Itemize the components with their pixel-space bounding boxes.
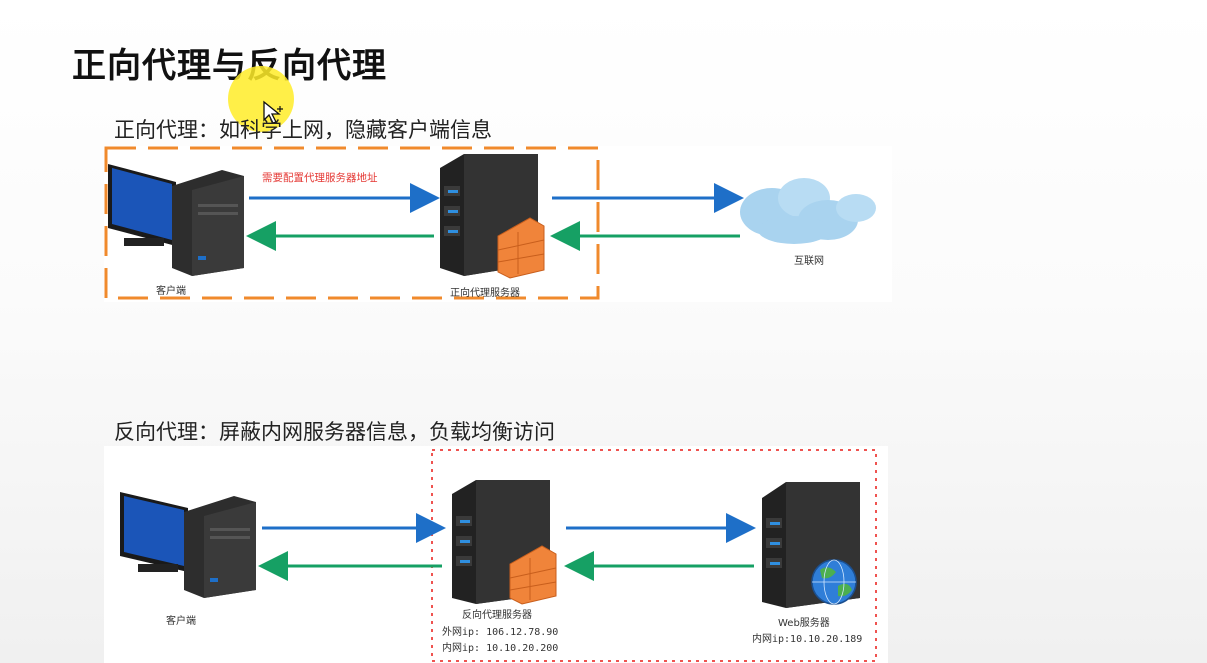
proxy-config-note: 需要配置代理服务器地址 bbox=[262, 172, 378, 184]
firewall-icon bbox=[497, 217, 545, 279]
forward-proxy-diagram: 需要配置代理服务器地址 客户端 正向代理服务器 互联网 bbox=[104, 146, 892, 302]
slide-title: 正向代理与反向代理 bbox=[72, 46, 387, 86]
globe-icon bbox=[811, 559, 857, 605]
web-server-label: Web服务器 bbox=[778, 618, 830, 629]
reverse-proxy-diagram: 客户端 反向代理服务器 外网ip: 106.12.78.90 内网ip: 10.… bbox=[104, 446, 888, 663]
mouse-cursor-icon bbox=[263, 100, 283, 124]
web-server-internal-ip: 内网ip:10.10.20.189 bbox=[752, 634, 863, 645]
internet-label: 互联网 bbox=[794, 256, 824, 267]
reverse-proxy-external-ip: 外网ip: 106.12.78.90 bbox=[442, 627, 559, 638]
reverse-client-label: 客户端 bbox=[166, 616, 196, 627]
forward-proxy-heading: 正向代理：如科学上网，隐藏客户端信息 bbox=[114, 118, 492, 142]
desktop-computer-icon bbox=[120, 492, 256, 598]
client-label: 客户端 bbox=[156, 286, 186, 297]
firewall-icon bbox=[509, 545, 557, 605]
reverse-proxy-internal-ip: 内网ip: 10.10.20.200 bbox=[442, 643, 559, 654]
cloud-icon bbox=[740, 178, 876, 244]
desktop-computer-icon bbox=[108, 164, 244, 276]
cursor-highlight bbox=[228, 66, 294, 132]
reverse-proxy-server-label: 反向代理服务器 bbox=[462, 610, 532, 621]
forward-proxy-server-label: 正向代理服务器 bbox=[450, 288, 520, 299]
forward-proxy-boundary bbox=[104, 146, 600, 300]
reverse-proxy-heading: 反向代理：屏蔽内网服务器信息，负载均衡访问 bbox=[114, 420, 555, 444]
